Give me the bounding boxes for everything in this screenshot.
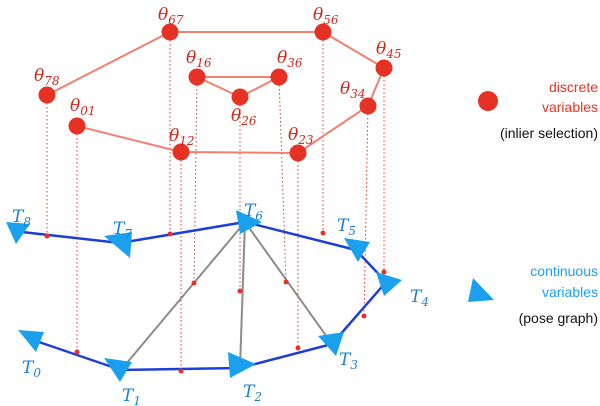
- legend-discrete-line1: discrete: [549, 79, 598, 95]
- projection-dot-n67: [167, 231, 173, 237]
- pose-edge-T7-T8: [21, 230, 121, 245]
- projection-dot-n23: [295, 345, 301, 351]
- projection-lines: [46, 32, 385, 371]
- label-T0: T0: [22, 358, 41, 380]
- pose-node-T8: [6, 222, 30, 244]
- loop-edge-T6-T1: [120, 221, 246, 371]
- label-n45: θ45: [376, 39, 402, 61]
- pose-node-T7: [104, 232, 132, 258]
- label-n16: θ16: [186, 48, 212, 70]
- legend-continuous-line3: (pose graph): [519, 310, 598, 326]
- projection-line-n34: [363, 105, 369, 317]
- label-T7: T7: [113, 219, 132, 241]
- discrete-node-n34: [359, 97, 377, 115]
- label-T2: T2: [243, 382, 262, 404]
- discrete-node-n45: [375, 59, 393, 77]
- legend-discrete-dot: [478, 91, 498, 111]
- discrete-edge-n23-n12: [180, 151, 299, 154]
- discrete-edge-n67-n78: [46, 31, 171, 96]
- label-n23: θ23: [288, 125, 314, 147]
- projection-dot-n45: [381, 269, 387, 275]
- discrete-node-n56: [314, 23, 332, 41]
- label-n12: θ12: [169, 126, 195, 148]
- label-n26: θ26: [231, 106, 257, 128]
- legend-continuous: continuous variables (pose graph): [468, 263, 598, 326]
- discrete-edge-n34-n23: [297, 105, 369, 154]
- projection-dot-n26: [237, 288, 243, 294]
- pose-node-T6: [236, 210, 262, 234]
- label-n01: θ01: [70, 96, 96, 118]
- discrete-node-n12: [172, 143, 190, 161]
- label-T6: T6: [244, 201, 263, 223]
- legend-continuous-triangle: [468, 278, 494, 302]
- projection-dot-n01: [74, 349, 80, 355]
- pose-edge-T5-T6: [244, 220, 357, 252]
- legend-continuous-line1: continuous: [530, 263, 598, 279]
- discrete-node-n01: [68, 117, 86, 135]
- graph-nodes: [6, 23, 402, 382]
- discrete-edge-n56-n45: [322, 31, 385, 69]
- pose-node-T4: [376, 272, 402, 296]
- legend-discrete-line3: (inlier selection): [500, 125, 598, 141]
- projection-dot-n16: [191, 280, 197, 286]
- discrete-node-n26: [231, 88, 249, 106]
- discrete-node-n23: [289, 144, 307, 162]
- pose-node-T5: [344, 238, 370, 262]
- projection-line-n36: [278, 76, 287, 283]
- label-n67: θ67: [158, 5, 184, 27]
- label-T1: T1: [122, 386, 141, 406]
- legend-continuous-line2: variables: [542, 284, 598, 300]
- legend-discrete: discrete variables (inlier selection): [478, 79, 598, 141]
- pose-node-T3: [318, 332, 344, 356]
- label-T3: T3: [339, 350, 358, 372]
- discrete-node-n67: [161, 23, 179, 41]
- legend-discrete-line2: variables: [542, 99, 598, 115]
- projection-dot-n12: [178, 368, 184, 374]
- projection-dot-n78: [44, 233, 50, 239]
- projection-dot-n56: [320, 230, 326, 236]
- label-T4: T4: [410, 287, 429, 309]
- loop-edge-T6-T3: [244, 221, 333, 345]
- label-n36: θ36: [277, 48, 303, 70]
- pose-edge-T0-T1: [35, 339, 122, 372]
- discrete-node-n16: [188, 68, 206, 86]
- projection-line-n16: [193, 76, 198, 284]
- label-T5: T5: [337, 216, 356, 238]
- discrete-edge-n12-n01: [76, 125, 182, 153]
- label-n56: θ56: [313, 5, 339, 27]
- label-T8: T8: [12, 207, 31, 229]
- discrete-node-n36: [270, 68, 288, 86]
- pose-edge-T6-T7: [119, 220, 246, 245]
- pose-node-T1: [104, 358, 132, 382]
- projection-dot-n34: [361, 313, 367, 319]
- label-n78: θ78: [34, 66, 60, 88]
- pose-node-T2: [228, 352, 256, 378]
- label-n34: θ34: [340, 79, 366, 101]
- projection-dot-n36: [283, 279, 289, 285]
- pose-node-T0: [18, 330, 44, 352]
- loop-edge-T6-T2: [239, 221, 246, 369]
- discrete-node-n78: [38, 86, 56, 104]
